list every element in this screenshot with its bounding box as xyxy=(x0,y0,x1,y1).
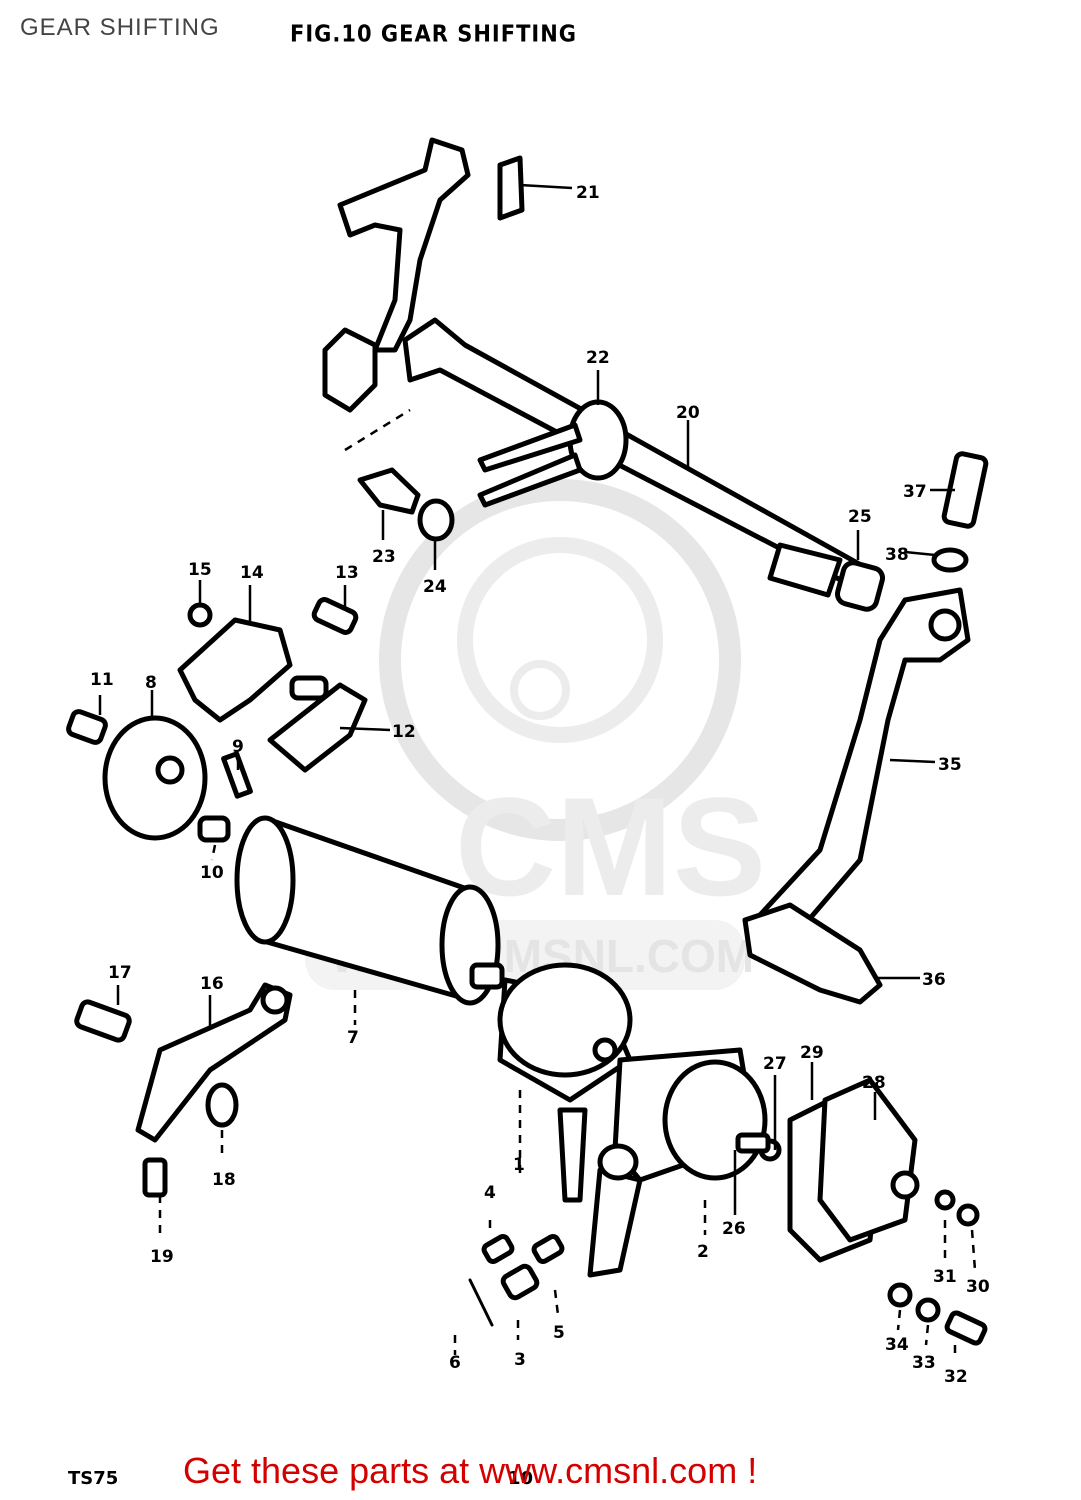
part-label: 27 xyxy=(763,1054,787,1074)
part-label: 14 xyxy=(240,563,264,583)
part-label: 1 xyxy=(513,1155,525,1175)
part-label: 12 xyxy=(392,722,416,742)
stopper-plate-14 xyxy=(177,617,293,723)
neutral-switch-28 xyxy=(817,1077,918,1243)
washer-34 xyxy=(887,1282,913,1308)
bolt-37 xyxy=(941,451,989,529)
cotter-pin-6 xyxy=(468,1278,494,1327)
washer-24 xyxy=(417,498,455,542)
bolt-17 xyxy=(74,999,132,1043)
part-label: 15 xyxy=(188,560,212,580)
cam-plate-8 xyxy=(102,715,208,841)
screw-32 xyxy=(944,1310,988,1346)
cam-stopper-16 xyxy=(135,982,293,1143)
lever-rubber-36 xyxy=(742,902,883,1005)
part-label: 30 xyxy=(966,1277,990,1297)
gear-shift-shaft xyxy=(322,137,873,598)
part-label: 8 xyxy=(145,673,157,693)
part-label: 32 xyxy=(944,1367,968,1387)
gear-shift-cam-7 xyxy=(234,815,505,1006)
model-code: TS75 xyxy=(68,1468,119,1489)
oil-seal-25 xyxy=(834,560,886,612)
pin-4 xyxy=(481,1234,515,1264)
part-label: 6 xyxy=(449,1353,461,1373)
part-label: 2 xyxy=(697,1242,709,1262)
part-label: 4 xyxy=(484,1183,496,1203)
part-label: 10 xyxy=(200,863,224,883)
circlip-21 xyxy=(497,155,525,221)
part-label: 21 xyxy=(576,183,600,203)
screw-30 xyxy=(956,1203,980,1227)
washer-38 xyxy=(931,547,969,573)
part-label: 18 xyxy=(212,1170,236,1190)
watermark-logo-text: CMS xyxy=(455,768,766,925)
page-number: 10 xyxy=(508,1468,534,1489)
part-label: 7 xyxy=(347,1028,359,1048)
part-label: 36 xyxy=(922,970,946,990)
gear-shift-fork-1 xyxy=(497,962,633,1203)
stopper-pin xyxy=(289,675,329,701)
part-label: 3 xyxy=(514,1350,526,1370)
part-label: 11 xyxy=(90,670,114,690)
screw-11 xyxy=(66,709,108,745)
washer-33 xyxy=(915,1297,941,1323)
part-label: 26 xyxy=(722,1219,746,1239)
part-label: 23 xyxy=(372,547,396,567)
spring-19 xyxy=(142,1157,168,1198)
part-label: 19 xyxy=(150,1247,174,1267)
part-label: 31 xyxy=(933,1267,957,1287)
part-label: 34 xyxy=(885,1335,909,1355)
part-label: 22 xyxy=(586,348,610,368)
part-label: 38 xyxy=(885,545,909,565)
part-label: 24 xyxy=(423,577,447,597)
part-label: 29 xyxy=(800,1043,824,1063)
screw-13 xyxy=(311,597,359,635)
washer-31 xyxy=(934,1189,956,1211)
screw-15 xyxy=(187,602,213,628)
part-label: 9 xyxy=(232,737,244,757)
gearshift-lever xyxy=(757,587,971,933)
part-label: 37 xyxy=(903,482,927,502)
page-title: GEAR SHIFTING xyxy=(20,14,220,41)
part-label: 33 xyxy=(912,1353,936,1373)
part-label: 28 xyxy=(862,1073,886,1093)
figure-title: FIG.10 GEAR SHIFTING xyxy=(290,20,578,48)
part-label: 16 xyxy=(200,974,224,994)
screw-10 xyxy=(197,815,231,843)
part-label: 20 xyxy=(676,403,700,423)
screw-26 xyxy=(735,1132,771,1154)
pin-3 xyxy=(500,1263,540,1301)
part-label: 17 xyxy=(108,963,132,983)
shift-return-spring-bolt-23 xyxy=(357,467,421,515)
shop-link[interactable]: Get these parts at www.cmsnl.com ! xyxy=(183,1450,758,1491)
pin-9 xyxy=(221,751,253,799)
part-label: 25 xyxy=(848,507,872,527)
part-label: 35 xyxy=(938,755,962,775)
stopper-12 xyxy=(267,682,368,773)
part-label: 13 xyxy=(335,563,359,583)
gear-shift-fork-2 xyxy=(587,1047,768,1278)
part-label: 5 xyxy=(553,1323,565,1343)
washer-18 xyxy=(205,1082,239,1128)
pin-5 xyxy=(531,1234,565,1264)
